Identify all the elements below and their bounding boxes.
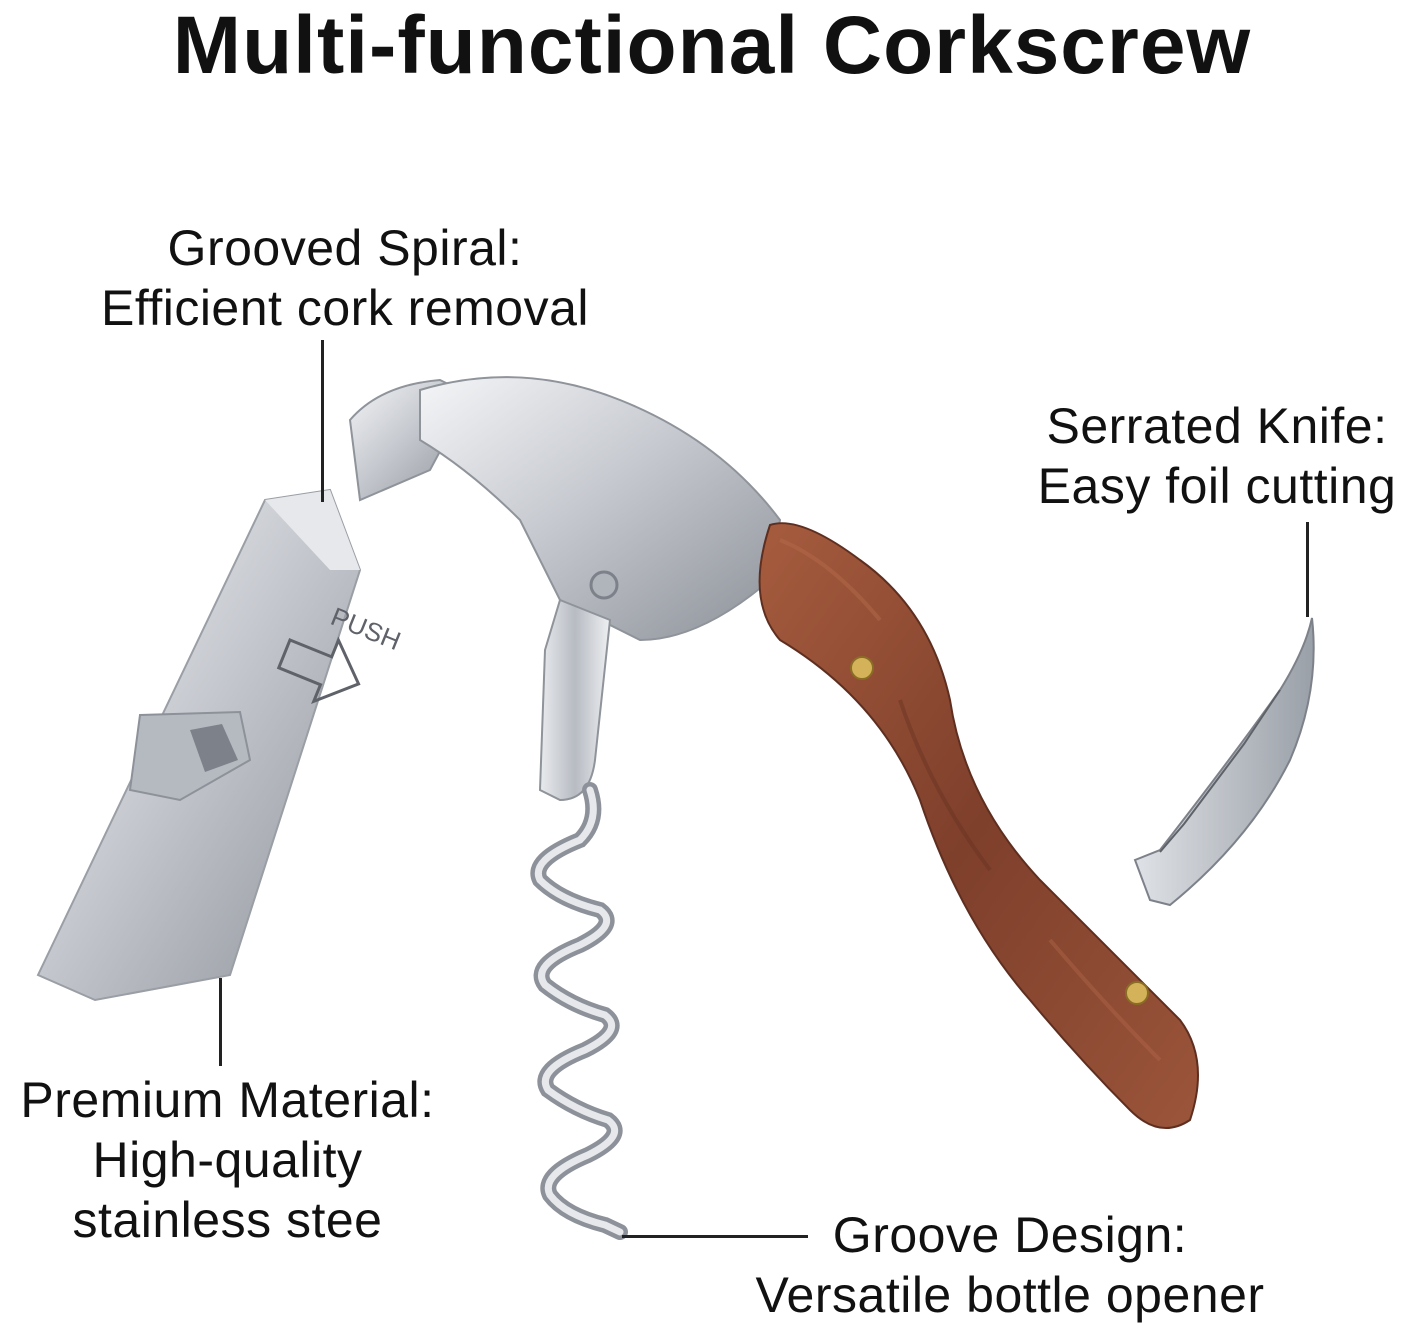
spiral-pointer-line — [321, 340, 324, 502]
groove-design-heading: Groove Design: — [832, 1207, 1188, 1263]
premium-material-heading: Premium Material: — [20, 1072, 435, 1128]
groove-design-detail: Versatile bottle opener — [755, 1267, 1265, 1323]
wood-handle — [758, 522, 1199, 1129]
groove-pointer-line — [622, 1235, 808, 1238]
lever-arm — [36, 488, 362, 1002]
groove-design-label: Groove Design: Versatile bottle opener — [720, 1205, 1300, 1325]
page-title: Multi-functional Corkscrew — [172, 0, 1252, 91]
grooved-spiral-detail: Efficient cork removal — [100, 280, 590, 336]
material-pointer-line — [219, 978, 222, 1066]
grooved-spiral-heading: Grooved Spiral: — [167, 220, 523, 276]
serrated-knife-detail: Easy foil cutting — [1037, 458, 1397, 514]
knife-pointer-line — [1306, 522, 1309, 617]
premium-material-detail-2: stainless stee — [72, 1192, 383, 1248]
premium-material-detail-1: High-quality — [92, 1132, 363, 1188]
serrated-knife-heading: Serrated Knife: — [1046, 398, 1388, 454]
serrated-knife-label: Serrated Knife: Easy foil cutting — [1010, 396, 1424, 516]
premium-material-label: Premium Material: High-quality stainless… — [0, 1070, 455, 1250]
push-text: PUSH — [327, 601, 405, 656]
knife-blade — [1133, 617, 1315, 907]
steel-body — [419, 376, 782, 802]
spiral-worm — [530, 782, 628, 1240]
grooved-spiral-label: Grooved Spiral: Efficient cork removal — [60, 218, 630, 338]
